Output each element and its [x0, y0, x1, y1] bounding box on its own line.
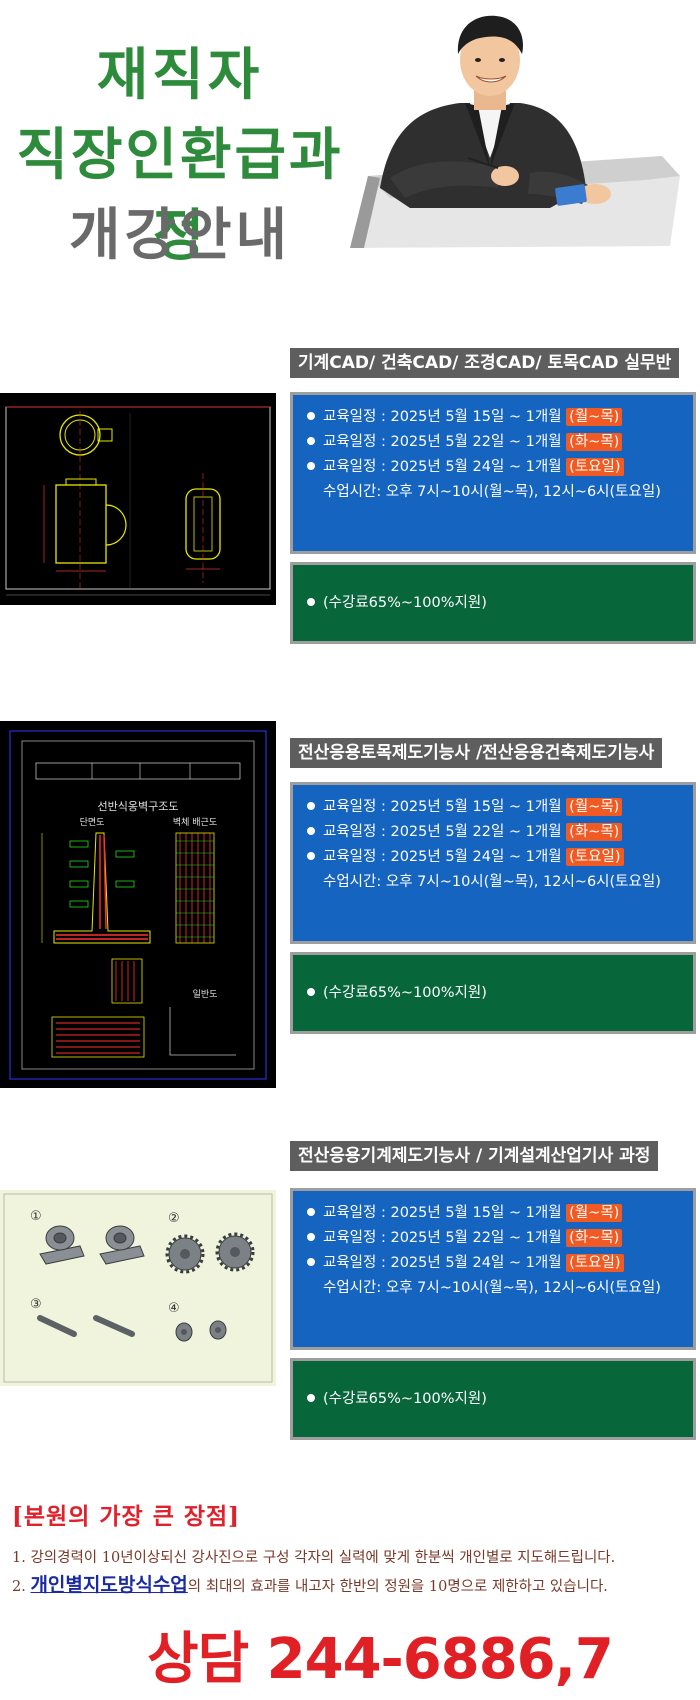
header-line-1: 재직자: [96, 43, 264, 108]
bullet-icon: [307, 597, 315, 606]
course-support-box: (수강료65%~100%지원): [290, 952, 696, 1034]
contact-phone: 상담 244-6886,7: [147, 1627, 614, 1692]
bullet-icon: [307, 802, 315, 810]
bullet-icon: [307, 1258, 315, 1266]
part-marker: ③: [30, 1297, 42, 1312]
bullet-icon: [307, 437, 315, 445]
businessman-illustration: [350, 8, 690, 256]
schedule-row: 교육일정 : 2025년 5월 22일 ~ 1개월 (화~목): [307, 430, 681, 455]
drawing-left-label: 단면도: [80, 817, 105, 828]
day-tag: (화~목): [566, 823, 623, 841]
schedule-row: 교육일정 : 2025년 5월 15일 ~ 1개월 (월~목): [307, 795, 681, 820]
schedule-row: 교육일정 : 2025년 5월 24일 ~ 1개월 (토요일): [307, 455, 681, 480]
part-marker: ①: [30, 1209, 42, 1224]
bullet-icon: [307, 1233, 315, 1241]
bullet-icon: [307, 462, 315, 470]
bullet-icon: [307, 412, 315, 420]
schedule-row: 교육일정 : 2025년 5월 22일 ~ 1개월 (화~목): [307, 820, 681, 845]
class-hours: 수업시간: 오후 7시~10시(월~목), 12시~6시(토요일): [323, 874, 661, 890]
bullet-icon: [307, 1393, 315, 1402]
day-tag: (월~목): [566, 408, 623, 426]
advantages-title: [본원의 가장 큰 장점]: [12, 1503, 241, 1530]
class-hours: 수업시간: 오후 7시~10시(월~목), 12시~6시(토요일): [323, 1280, 661, 1296]
course-title: 전산응용토목제도기능사 /전산응용건축제도기능사: [290, 738, 663, 768]
support-text: (수강료65%~100%지원): [307, 981, 487, 1006]
drawing-bottom-label: 일반도: [193, 989, 218, 1000]
bullet-icon: [307, 987, 315, 996]
advantage-highlight: 개인별지도방식수업: [30, 1574, 188, 1596]
schedule-row: 교육일정 : 2025년 5월 22일 ~ 1개월 (화~목): [307, 1226, 681, 1251]
course-title: 전산응용기계제도기능사 / 기계설계산업기사 과정: [290, 1141, 659, 1171]
cad-drawing-retaining-wall: 선반식옹벽구조도 단면도 벽체 배근도: [0, 721, 276, 1088]
support-text: (수강료65%~100%지원): [307, 1387, 487, 1412]
day-tag: (화~목): [566, 433, 623, 451]
schedule-row: 교육일정 : 2025년 5월 24일 ~ 1개월 (토요일): [307, 1251, 681, 1276]
drawing-right-label: 벽체 배근도: [173, 817, 217, 828]
bullet-icon: [307, 827, 315, 835]
cad-drawing-machine-parts: ① ② ③ ④: [0, 1190, 276, 1386]
course-support-box: (수강료65%~100%지원): [290, 1358, 696, 1440]
bullet-icon: [307, 852, 315, 860]
header-line-2: 직장인환급과정: [16, 123, 344, 269]
day-tag: (토요일): [566, 848, 624, 866]
part-marker: ②: [168, 1211, 180, 1226]
part-marker: ④: [168, 1301, 180, 1316]
support-text: (수강료65%~100%지원): [307, 591, 487, 616]
advantage-item-1: 1. 강의경력이 10년이상되신 강사진으로 구성 각자의 실력에 맞게 한분씩…: [12, 1550, 616, 1566]
day-tag: (월~목): [566, 1204, 623, 1222]
schedule-row: 교육일정 : 2025년 5월 15일 ~ 1개월 (월~목): [307, 405, 681, 430]
course-support-box: (수강료65%~100%지원): [290, 562, 696, 644]
drawing-title: 선반식옹벽구조도: [98, 800, 179, 813]
course-schedule-box: 교육일정 : 2025년 5월 15일 ~ 1개월 (월~목) 교육일정 : 2…: [290, 782, 696, 944]
course-schedule-box: 교육일정 : 2025년 5월 15일 ~ 1개월 (월~목) 교육일정 : 2…: [290, 392, 696, 554]
day-tag: (토요일): [566, 1254, 624, 1272]
cad-drawing-mechanical: [0, 393, 276, 605]
schedule-row: 교육일정 : 2025년 5월 24일 ~ 1개월 (토요일): [307, 845, 681, 870]
course-title: 기계CAD/ 건축CAD/ 조경CAD/ 토목CAD 실무반: [290, 348, 680, 378]
class-hours: 수업시간: 오후 7시~10시(월~목), 12시~6시(토요일): [323, 484, 661, 500]
day-tag: (화~목): [566, 1229, 623, 1247]
header-line-3: 개강안내: [68, 203, 292, 268]
day-tag: (토요일): [566, 458, 624, 476]
schedule-row: 교육일정 : 2025년 5월 15일 ~ 1개월 (월~목): [307, 1201, 681, 1226]
day-tag: (월~목): [566, 798, 623, 816]
course-schedule-box: 교육일정 : 2025년 5월 15일 ~ 1개월 (월~목) 교육일정 : 2…: [290, 1188, 696, 1350]
bullet-icon: [307, 1208, 315, 1216]
advantage-item-2: 2. 개인별지도방식수업의 최대의 효과를 내고자 한반의 정원을 10명으로 …: [12, 1574, 608, 1596]
